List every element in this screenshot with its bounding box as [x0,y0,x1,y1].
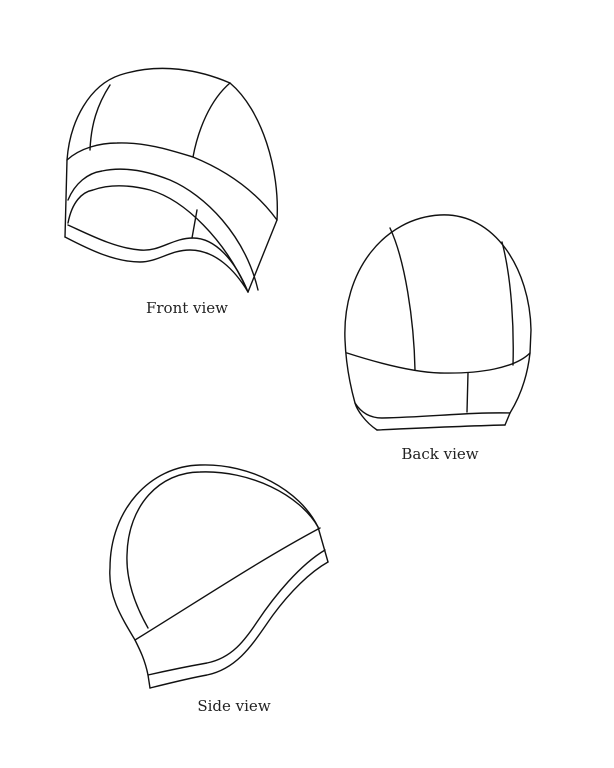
side-view-drawing [109,464,329,689]
side-view-label: Side view [197,697,271,715]
front-brim-top [67,224,249,293]
front-right-seam [192,82,231,158]
front-inner-seam [191,209,198,239]
back-brim-top [354,402,511,419]
front-view-label: Front view [145,299,229,317]
side-outer-dome [109,464,329,689]
front-band-bottom [67,168,259,291]
front-view-drawing [64,67,279,293]
front-brim-bottom [64,236,249,293]
side-band-lower [147,549,326,676]
front-left-seam [89,84,111,151]
front-band-top [66,142,278,221]
back-right-seam [501,241,514,366]
side-brim-bottom [149,561,329,689]
side-diagonal-seam [134,527,321,641]
back-left-seam [389,227,416,371]
front-inner-band [67,185,248,291]
back-view-label: Back view [401,445,479,463]
back-brim-bottom [376,424,506,431]
back-band-seam [466,372,469,413]
side-inner-dome [126,471,319,629]
back-band-top [346,352,531,374]
back-view-drawing [344,214,532,431]
front-outer-dome [64,67,279,293]
